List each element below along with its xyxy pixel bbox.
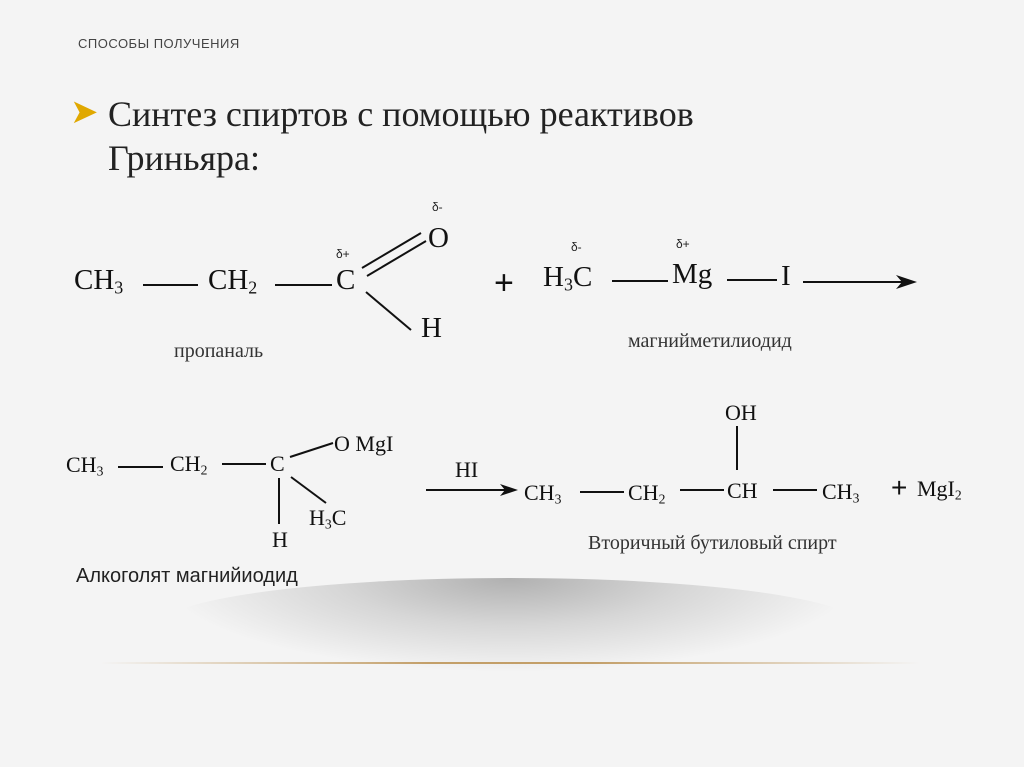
caption-methylmagnesium-iodide: магнийметилиодид: [628, 330, 792, 352]
decorative-shadow: [160, 578, 860, 673]
product-ch2: CH2: [628, 480, 666, 507]
decorative-divider: [100, 662, 920, 664]
bond2-c-ch3: [290, 476, 327, 504]
slide-title: Синтез спиртов с помощью реактивов Гринь…: [108, 94, 694, 178]
arrow-bullet-icon: ➤: [70, 94, 99, 131]
partial-negative-charge: δ-: [432, 200, 443, 214]
plus-sign-2: +: [891, 472, 908, 503]
caption-propanal: пропаналь: [174, 340, 264, 362]
partial-negative-charge-c: δ-: [571, 240, 582, 254]
omgi-group: O MgI: [334, 431, 394, 456]
partial-positive-charge: δ+: [336, 247, 350, 261]
mgi2-product: MgI2: [917, 476, 962, 503]
iodine-atom: I: [781, 260, 791, 292]
h3c-group: H3C: [543, 261, 593, 295]
double-bond-c-o-a: [361, 232, 422, 269]
ch3-group-2: CH3: [66, 452, 104, 479]
product-ch3-b: CH3: [822, 479, 860, 506]
caption-secondary-butanol: Вторичный бутиловый спирт: [588, 532, 837, 554]
product-ch: CH: [727, 478, 758, 503]
hi-reagent: HI: [455, 457, 479, 482]
ch2-group: CH2: [208, 264, 258, 298]
product-ch3-a: CH3: [524, 480, 562, 507]
h3c-group-2: H3C: [309, 505, 347, 532]
bond-c-h: [365, 291, 412, 331]
hydrogen-2: H: [272, 527, 288, 552]
product-oh: OH: [725, 400, 757, 425]
bond2-c-o: [289, 442, 334, 458]
plus-sign: +: [494, 264, 514, 302]
ch3-group: CH3: [74, 264, 124, 298]
aldehyde-hydrogen: H: [421, 312, 442, 344]
carbonyl-oxygen: O: [428, 222, 449, 254]
carbon-2: C: [270, 451, 285, 476]
ch2-group-2: CH2: [170, 451, 208, 478]
carbonyl-carbon: C: [336, 264, 356, 296]
reaction-arrow-2-head: [500, 484, 518, 496]
section-header: СПОСОБЫ ПОЛУЧЕНИЯ: [78, 36, 240, 51]
partial-positive-charge-mg: δ+: [676, 237, 690, 251]
magnesium-atom: Mg: [672, 258, 713, 290]
reaction-arrow-1-head: [896, 275, 917, 289]
caption-magnesium-alkoxide: Алкоголят магнийиодид: [76, 565, 298, 587]
double-bond-c-o-b: [366, 240, 427, 277]
